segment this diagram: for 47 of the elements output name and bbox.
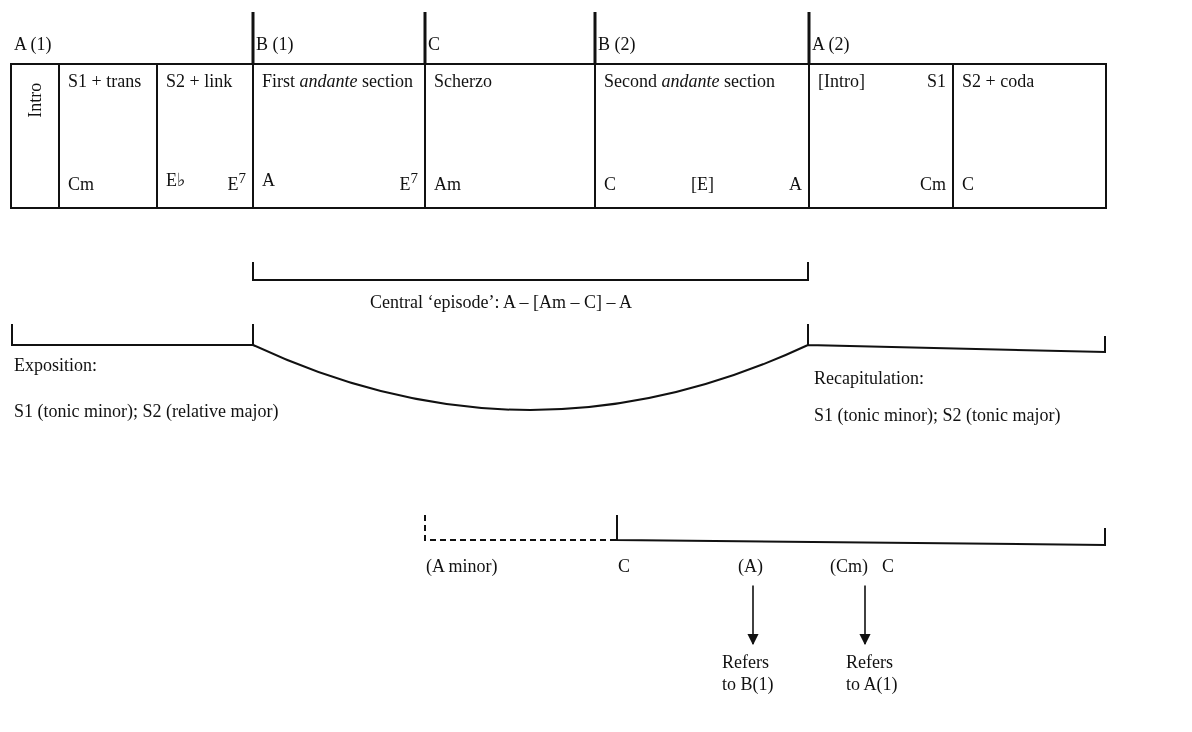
- section-name: Second andante section: [604, 71, 775, 92]
- key-label: C: [882, 556, 894, 577]
- section-cell: [424, 63, 596, 209]
- section-label: Recapitulation:: [814, 368, 924, 389]
- arrow: [747, 584, 759, 646]
- key-label: A: [262, 170, 275, 193]
- section-cell: [252, 63, 426, 209]
- description-text: S1 (tonic minor); S2 (relative major): [14, 401, 279, 422]
- note-text: Refers to A(1): [846, 652, 908, 696]
- description-text: S1 (tonic minor); S2 (tonic major): [814, 405, 1061, 426]
- key-label: Am: [434, 174, 461, 195]
- key-label: A: [789, 174, 802, 195]
- section-cell: [58, 63, 158, 209]
- section-name: S2 + coda: [962, 71, 1035, 92]
- section-name: First andante section: [262, 71, 413, 92]
- section-label: Exposition:: [14, 355, 97, 376]
- section-label: A (2): [812, 34, 850, 55]
- key-label: C: [618, 556, 630, 577]
- note-text: Refers to B(1): [722, 652, 784, 696]
- key-label: C: [962, 174, 974, 195]
- section-label: A (1): [14, 34, 52, 55]
- section-cell: [156, 63, 254, 209]
- arrow: [859, 584, 871, 646]
- section-label: C: [428, 34, 440, 55]
- key-label: (A minor): [426, 556, 498, 577]
- key-label: C: [604, 174, 616, 195]
- key-label: Cm: [920, 174, 946, 195]
- section-name: S2 + link: [166, 71, 233, 92]
- key-label: E♭: [166, 170, 186, 193]
- section-name: Intro: [24, 82, 46, 118]
- key-label: E$^{7}$: [227, 170, 246, 195]
- key-label: Cm: [68, 174, 94, 195]
- key-label: (Cm): [830, 556, 868, 578]
- section-cell: [952, 63, 1107, 209]
- section-name: [Intro]: [818, 71, 865, 92]
- key-label: [E]: [691, 174, 714, 195]
- bracket-label: Central ‘episode’: A – [Am – C] – A: [370, 292, 632, 313]
- section-cell: [10, 63, 60, 209]
- key-label: (A): [738, 556, 763, 578]
- section-label: B (2): [598, 34, 636, 55]
- section-name: Scherzo: [434, 71, 492, 92]
- key-label: S1: [927, 71, 946, 92]
- key-label: E$^{7}$: [399, 170, 418, 195]
- section-label: B (1): [256, 34, 294, 55]
- section-cell: [594, 63, 810, 209]
- section-name: S1 + trans: [68, 71, 142, 92]
- section-cell: [808, 63, 954, 209]
